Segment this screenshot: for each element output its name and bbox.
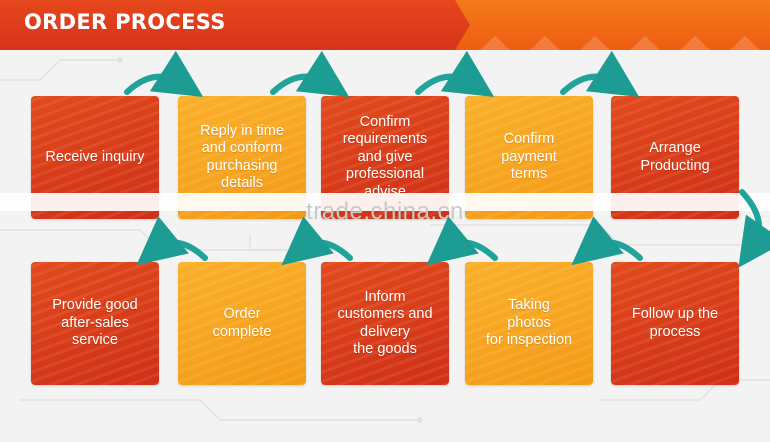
step-label: Reply in time and conform purchasing det… xyxy=(200,122,284,192)
header-banner: ORDER PROCESS xyxy=(0,0,770,50)
step-inform-customers: Inform customers and delivery the goods xyxy=(321,262,449,385)
step-label: Taking photos for inspection xyxy=(485,297,573,349)
page-title: ORDER PROCESS xyxy=(24,10,226,34)
step-label: Follow up the process xyxy=(631,306,719,340)
step-label: Confirm requirements and give profession… xyxy=(342,113,428,200)
header-decorative-triangles xyxy=(480,36,760,50)
step-after-sales-service: Provide good after-sales service xyxy=(31,262,159,385)
step-order-complete: Order complete xyxy=(178,262,306,385)
watermark-text: trade.china.cn xyxy=(306,198,464,225)
step-label: Receive inquiry xyxy=(45,148,145,165)
watermark-band xyxy=(0,193,770,211)
step-follow-up: Follow up the process xyxy=(611,262,739,385)
step-label: Arrange Producting xyxy=(640,140,710,174)
step-label: Provide good after-sales service xyxy=(52,297,138,349)
step-label: Inform customers and delivery the goods xyxy=(337,288,433,358)
step-label: Order complete xyxy=(212,306,272,340)
header-title-band xyxy=(0,0,470,50)
step-taking-photos: Taking photos for inspection xyxy=(465,262,593,385)
step-label: Confirm payment terms xyxy=(501,131,557,183)
